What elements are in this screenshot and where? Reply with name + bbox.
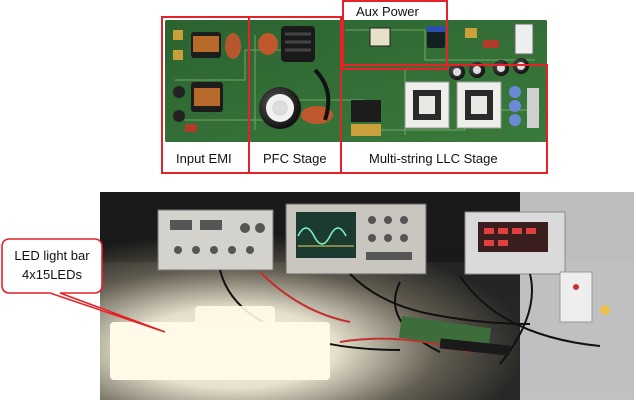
input-emi-label: Input EMI [176, 151, 232, 166]
llc-stage-label: Multi-string LLC Stage [369, 151, 498, 166]
aux-power-region-box [342, 0, 448, 70]
pfc-stage-label: PFC Stage [263, 151, 327, 166]
lab-illustration [100, 192, 634, 400]
llc-stage-region-box [340, 64, 548, 174]
lab-setup-photo [100, 192, 634, 400]
aux-power-label: Aux Power [356, 4, 419, 19]
callout-line-2: 4x15LEDs [22, 267, 82, 282]
led-light-bar-callout: LED light bar 4x15LEDs [0, 237, 166, 333]
callout-line-1: LED light bar [14, 248, 90, 263]
pcb-photo [165, 20, 547, 142]
callout-bubble [1, 238, 166, 333]
pcb-illustration [165, 20, 547, 142]
